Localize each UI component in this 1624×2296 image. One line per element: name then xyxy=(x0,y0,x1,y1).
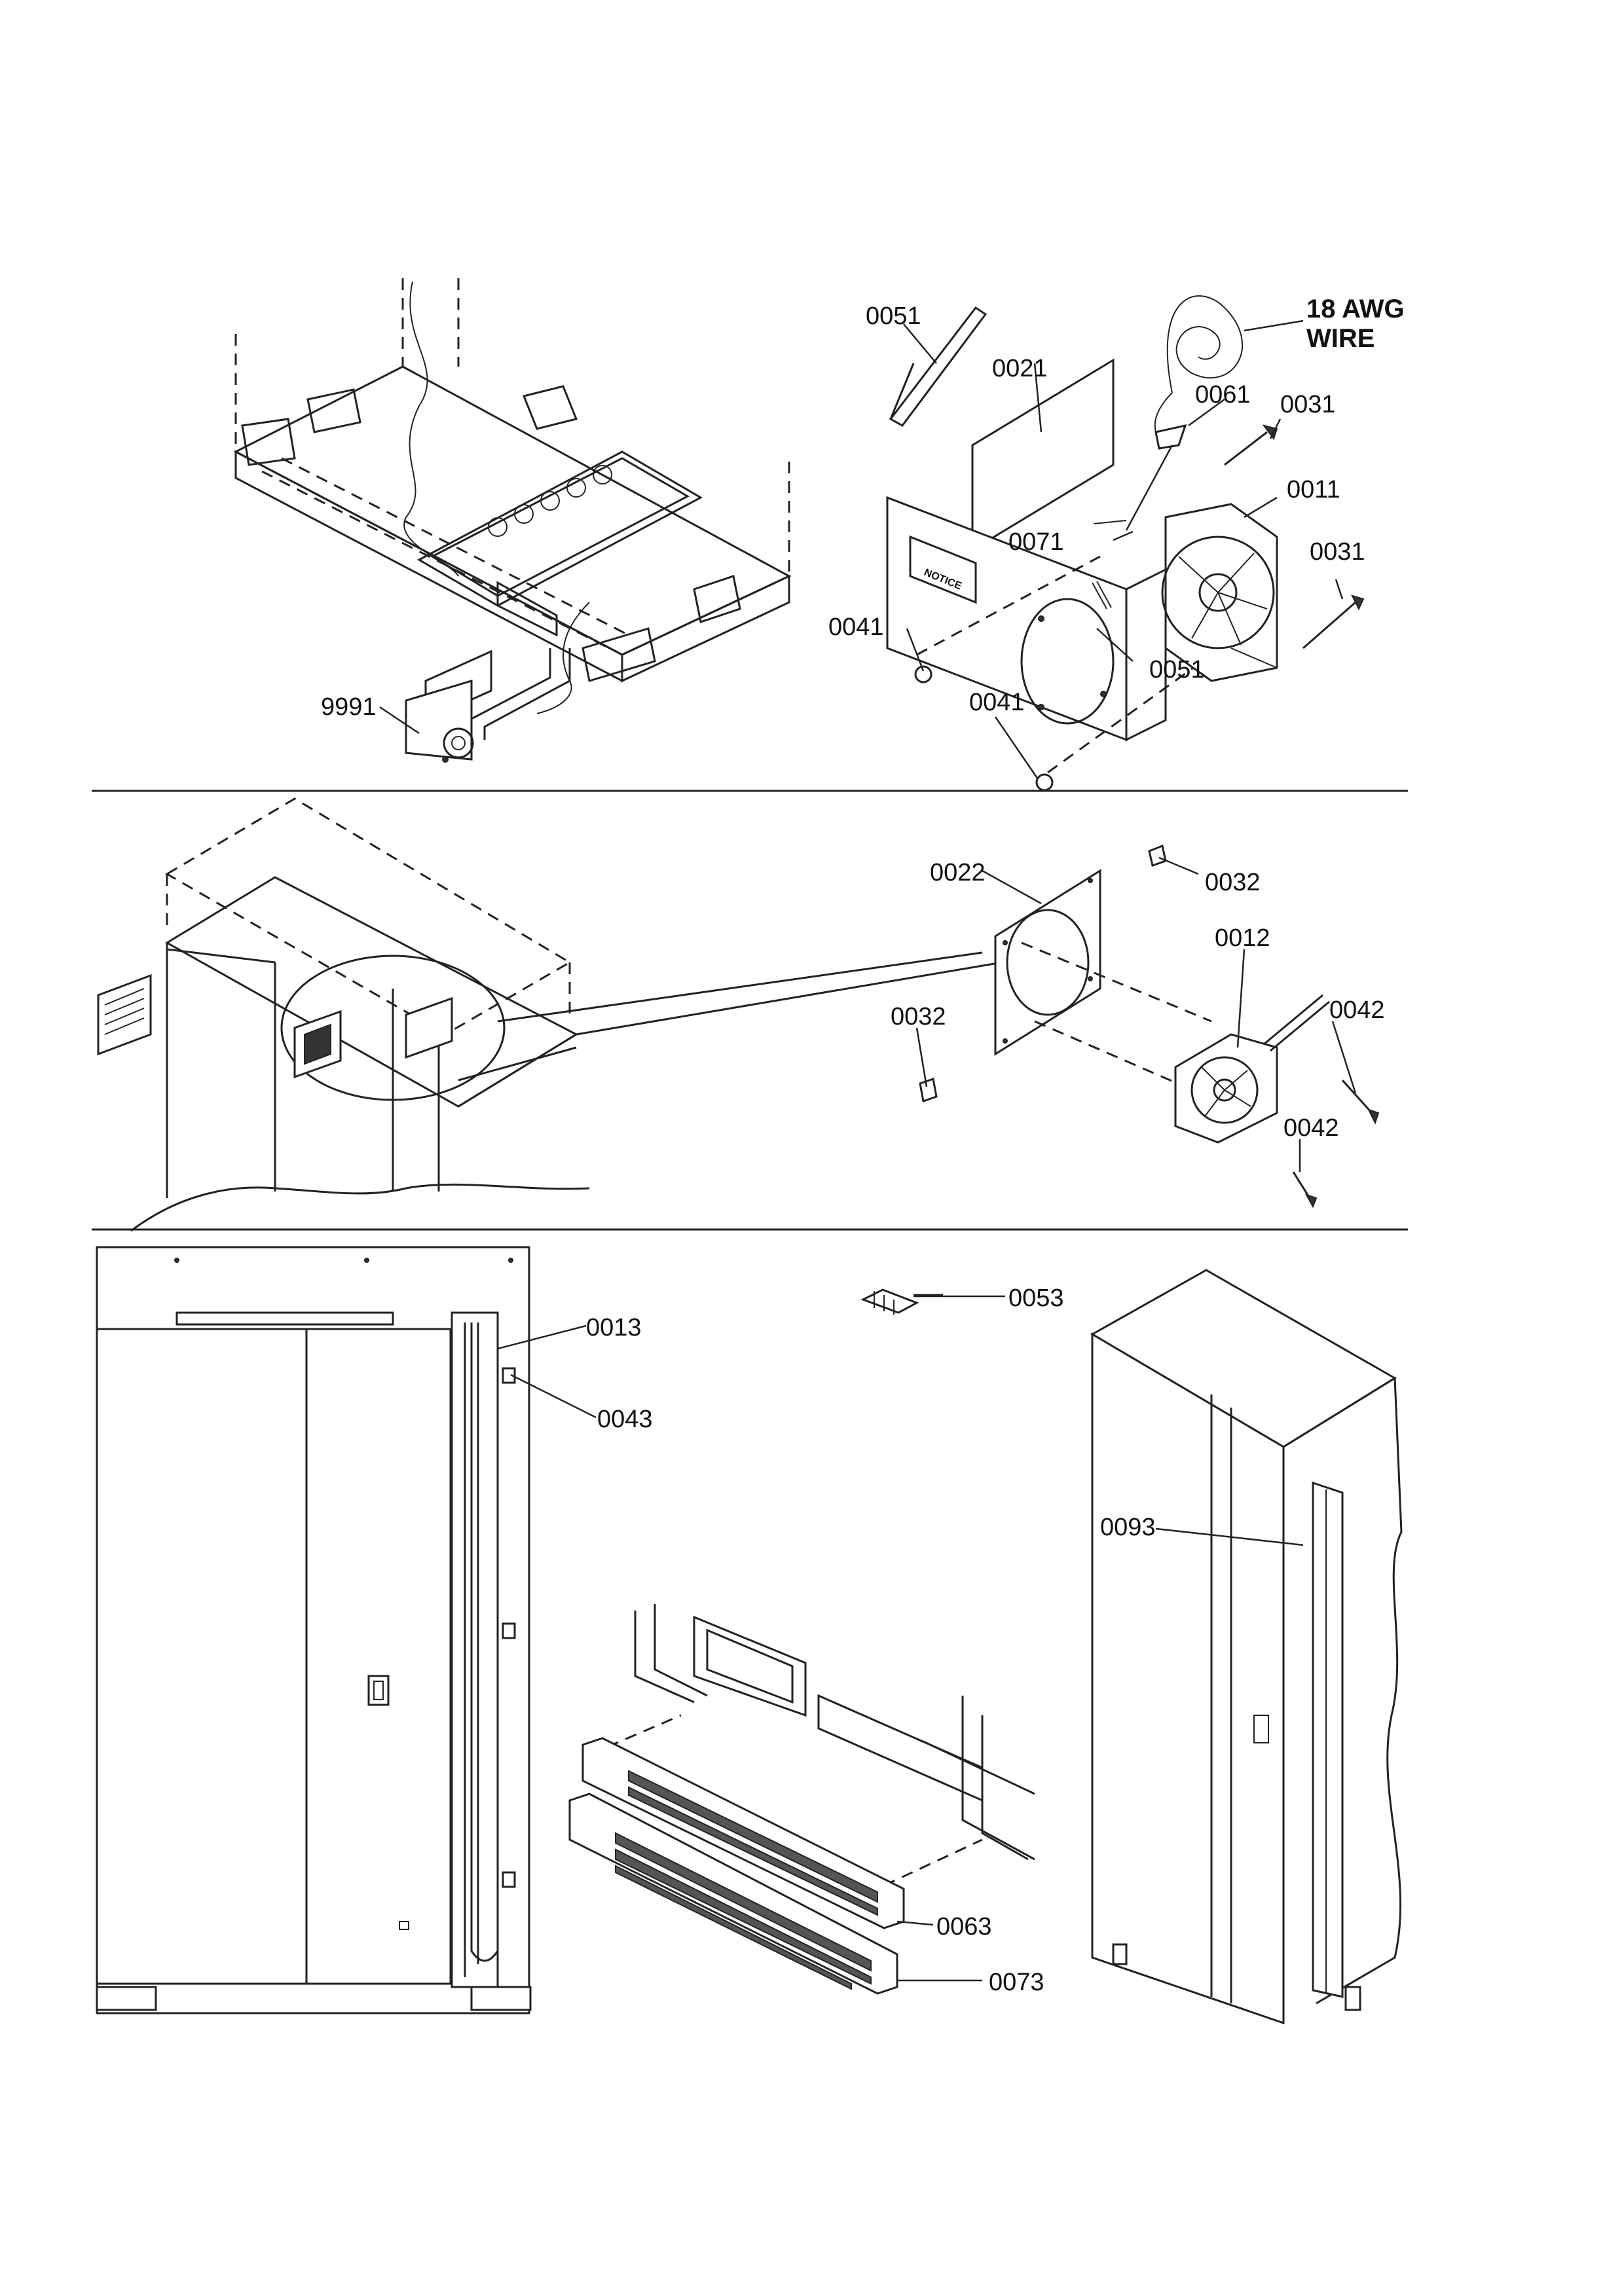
callout-0041-bottom: 0041 xyxy=(969,689,1025,716)
callout-0032-left: 0032 xyxy=(891,1003,946,1030)
fan-bracket-assembly xyxy=(919,844,1380,1209)
callout-wire: WIRE xyxy=(1306,324,1375,353)
callout-0061: 0061 xyxy=(1195,381,1251,409)
callout-0031-top: 0031 xyxy=(1280,391,1336,418)
callout-0071: 0071 xyxy=(1008,528,1064,556)
callout-0012: 0012 xyxy=(1215,924,1270,952)
callout-0063: 0063 xyxy=(936,1913,992,1941)
callout-0011: 0011 xyxy=(1287,476,1340,503)
callout-0031-right: 0031 xyxy=(1310,538,1365,566)
callout-0043: 0043 xyxy=(597,1406,653,1433)
callout-0053: 0053 xyxy=(1008,1285,1064,1312)
callout-0093: 0093 xyxy=(1100,1514,1156,1541)
cabinet-base-assembly xyxy=(233,278,792,763)
callout-0051-mid: 0051 xyxy=(1149,656,1205,683)
fan-assembly-exploded xyxy=(886,295,1365,792)
callout-0042-top: 0042 xyxy=(1329,996,1385,1024)
callout-labels: 9991 0051 0021 18 AWG WIRE 0061 0031 001… xyxy=(321,295,1405,1996)
refrigerator-front-heater xyxy=(96,1246,532,2014)
refrigerator-top-vents xyxy=(97,797,1003,1232)
callout-0013: 0013 xyxy=(586,1314,642,1341)
callout-0051-top: 0051 xyxy=(866,302,921,330)
callout-0041-left: 0041 xyxy=(828,613,884,641)
callout-0032-top: 0032 xyxy=(1205,869,1261,896)
leader-lines xyxy=(379,319,1357,1982)
kick-plate-assembly xyxy=(568,1288,1035,1995)
callout-0021: 0021 xyxy=(992,355,1048,382)
callout-9991: 9991 xyxy=(321,693,377,721)
callout-0022: 0022 xyxy=(930,859,986,886)
refrigerator-isometric-door-trim xyxy=(1090,1269,1403,2025)
callout-18-awg: 18 AWG xyxy=(1306,295,1405,323)
callout-0042-bottom: 0042 xyxy=(1283,1114,1339,1142)
callout-0073: 0073 xyxy=(989,1969,1044,1996)
